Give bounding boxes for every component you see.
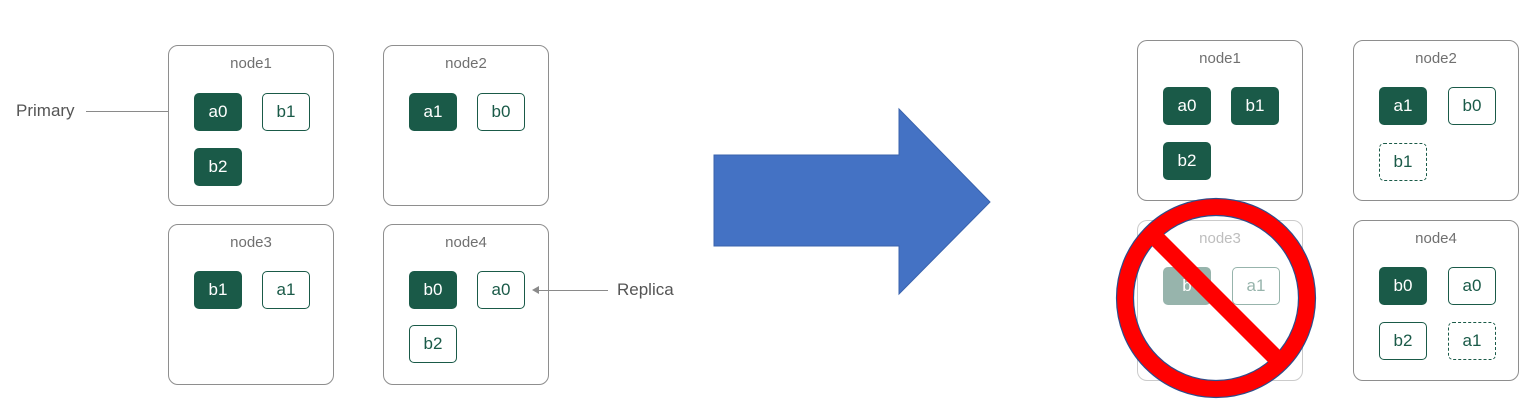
node-title: node3 [230, 234, 272, 251]
node4-box: node4 b0 a0 b2 a1 [1353, 220, 1519, 381]
replica-pointer-arrowhead-icon [532, 286, 539, 294]
shard-primary: b0 [1379, 267, 1427, 305]
shard-primary: a0 [194, 93, 242, 131]
shard-replica: b1 [262, 93, 310, 131]
shard-primary: b2 [1163, 142, 1211, 180]
node-title: node1 [230, 55, 272, 72]
node3-box: node3 b1 a1 [168, 224, 334, 385]
node-title: node3 [1199, 230, 1241, 247]
node-title: node4 [1415, 230, 1457, 247]
shard-relocating: b1 [1379, 143, 1427, 181]
replica-label: Replica [617, 280, 674, 299]
node-title: node2 [1415, 50, 1457, 67]
shard-replica: b0 [477, 93, 525, 131]
node4-box: node4 b0 a0 b2 [383, 224, 549, 385]
primary-label: Primary [16, 101, 75, 120]
shard-primary: a1 [409, 93, 457, 131]
prohibited-icon [1115, 197, 1317, 399]
primary-pointer-line [86, 111, 186, 112]
shard-replica: a0 [477, 271, 525, 309]
shard-primary: b2 [194, 148, 242, 186]
shard-primary: b0 [409, 271, 457, 309]
node2-box: node2 a1 b0 [383, 45, 549, 206]
shard-replica: b0 [1448, 87, 1496, 125]
shard-replica: b2 [409, 325, 457, 363]
shard-primary: a1 [1379, 87, 1427, 125]
replica-pointer-line [538, 290, 608, 291]
shard-relocating: a1 [1448, 322, 1496, 360]
node2-box: node2 a1 b0 b1 [1353, 40, 1519, 201]
shard-replica: b2 [1379, 322, 1427, 360]
shard-replica: a0 [1448, 267, 1496, 305]
shard-primary: b1 [194, 271, 242, 309]
shard-replica: a1 [262, 271, 310, 309]
node-title: node1 [1199, 50, 1241, 67]
right-arrow-icon [713, 107, 991, 296]
node1-box: node1 a0 b1 b2 [168, 45, 334, 206]
shard-replica: a1 [1232, 267, 1280, 305]
node-title: node4 [445, 234, 487, 251]
node-title: node2 [445, 55, 487, 72]
shard-primary: a0 [1163, 87, 1211, 125]
shard-primary: b1 [1231, 87, 1279, 125]
